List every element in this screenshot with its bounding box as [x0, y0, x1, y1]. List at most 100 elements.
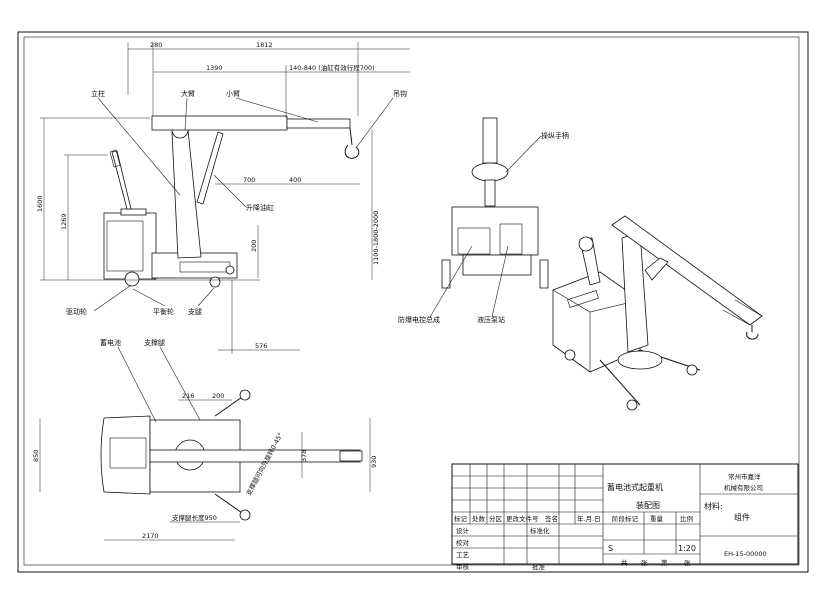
scale-value: 1:20 — [678, 544, 696, 553]
side-leg-wheel — [225, 265, 235, 275]
side-control-handle — [111, 150, 132, 210]
label-battery: 蓄电池 — [100, 338, 121, 347]
front-handle-stem — [484, 179, 496, 207]
front-body — [451, 206, 539, 256]
material-value: 组件 — [734, 512, 750, 522]
company-line2: 机械有限公司 — [724, 483, 763, 492]
iso-wheel-1 — [626, 399, 638, 411]
drawing-code: EH-15-00000 — [724, 550, 767, 558]
role-std: 标准化 — [530, 526, 550, 535]
weight-label: 重量 — [650, 515, 664, 523]
side-handle-base — [120, 208, 147, 216]
side-hook-chain — [349, 127, 353, 146]
sheet-no-label: 第 — [661, 558, 668, 567]
label-big-arm: 大臂 — [181, 89, 195, 98]
drawing-name: 装配图 — [636, 500, 660, 510]
dim-1390: 1390 — [206, 64, 223, 72]
side-body — [103, 212, 157, 280]
sheet-total-label: 共 — [621, 558, 628, 567]
dim-576: 576 — [255, 342, 267, 350]
top-body — [100, 415, 151, 495]
outer-frame — [17, 31, 809, 573]
dim-850: 850 — [32, 450, 40, 462]
product-name: 蓄电池式起重机 — [607, 482, 663, 492]
side-body-panel — [106, 220, 144, 272]
role-design: 设计 — [456, 526, 470, 535]
dim-angle: 支撑腿可向外旋转0-45° — [244, 431, 285, 497]
role-process: 工艺 — [456, 551, 470, 559]
iso-turntable — [617, 350, 663, 370]
rev-h0: 标记 — [454, 514, 468, 523]
isometric-view — [552, 215, 763, 411]
label-controller: 防爆电控总成 — [398, 315, 440, 324]
dim-400: 400 — [289, 176, 301, 184]
iso-leg-left — [599, 359, 641, 406]
label-handle: 操纵手柄 — [541, 131, 569, 140]
side-drive-wheel — [124, 271, 140, 287]
iso-wheel-2 — [686, 364, 698, 376]
iso-handle-grip — [578, 236, 594, 252]
front-base — [462, 254, 532, 276]
top-battery — [109, 437, 147, 469]
front-pump-box — [499, 223, 523, 255]
label-castor: 平衡轮 — [153, 307, 174, 316]
side-castor — [209, 276, 221, 288]
dim-1812: 1812 — [256, 41, 273, 49]
dim-378: 378 — [300, 450, 308, 462]
rev-h5: 年.月.日 — [577, 514, 601, 523]
dim-200v: 200 — [250, 240, 258, 252]
iso-wheel-3 — [564, 349, 576, 361]
dim-stroke: 140-840 (油缸有效行程700) — [289, 63, 375, 72]
top-boom-tip — [339, 450, 363, 462]
label-pump: 液压泵站 — [477, 315, 505, 324]
label-outrigger: 支撑腿 — [144, 338, 165, 347]
role-approve: 批准 — [532, 562, 546, 571]
dim-280: 280 — [150, 41, 162, 49]
dim-1600: 1600 — [36, 195, 44, 212]
sheet-unit2: 张 — [684, 558, 691, 567]
side-view: 280 1812 1390 140-840 (油缸有效行程700) 1600 1… — [36, 41, 410, 354]
sheet-unit: 张 — [641, 558, 648, 567]
front-leg-right — [539, 259, 549, 289]
stage-mark-label: 阶段标记 — [612, 514, 639, 523]
label-upright: 立柱 — [91, 89, 105, 98]
side-upright — [171, 129, 202, 259]
front-column — [482, 117, 498, 164]
side-hook — [344, 144, 360, 159]
front-handle-grip — [471, 162, 509, 182]
side-small-arm — [286, 118, 351, 129]
label-hook: 吊钩 — [393, 89, 407, 98]
dim-1269: 1269 — [60, 213, 68, 230]
label-drive-wheel: 驱动轮 — [66, 307, 87, 316]
stage-value: S — [608, 544, 613, 553]
side-handle-grip — [109, 149, 121, 168]
dim-700: 700 — [243, 176, 255, 184]
label-lift-cylinder: 升降油缸 — [246, 203, 274, 212]
dim-2170: 2170 — [142, 532, 159, 540]
role-review: 审核 — [456, 562, 470, 571]
iso-panel — [567, 290, 599, 308]
side-lift-cylinder — [196, 131, 224, 205]
iso-hook — [746, 331, 759, 340]
dim-height: 1100-1800-2000 — [372, 211, 380, 265]
dim-216: 216 — [182, 392, 194, 400]
dim-200: 200 — [212, 392, 224, 400]
iso-boom-extension — [722, 299, 763, 326]
rev-h3: 更改文件号 — [506, 514, 539, 523]
label-small-arm: 小臂 — [226, 89, 240, 98]
iso-cylinder — [644, 257, 669, 281]
label-leg: 支腿 — [188, 307, 202, 316]
front-controller-box — [457, 227, 491, 255]
top-outrigger-upper — [214, 394, 246, 417]
material-label: 材料: — [704, 501, 723, 511]
side-boom — [151, 115, 288, 131]
scale-label: 比例 — [680, 514, 693, 523]
rev-h1: 处数 — [472, 514, 486, 523]
dim-930: 930 — [370, 456, 378, 468]
top-boom — [149, 449, 361, 463]
top-outrigger-lower — [214, 493, 246, 516]
rev-h2: 分区 — [489, 514, 503, 523]
dim-legspan: 支撑腿长度950 — [172, 513, 217, 522]
